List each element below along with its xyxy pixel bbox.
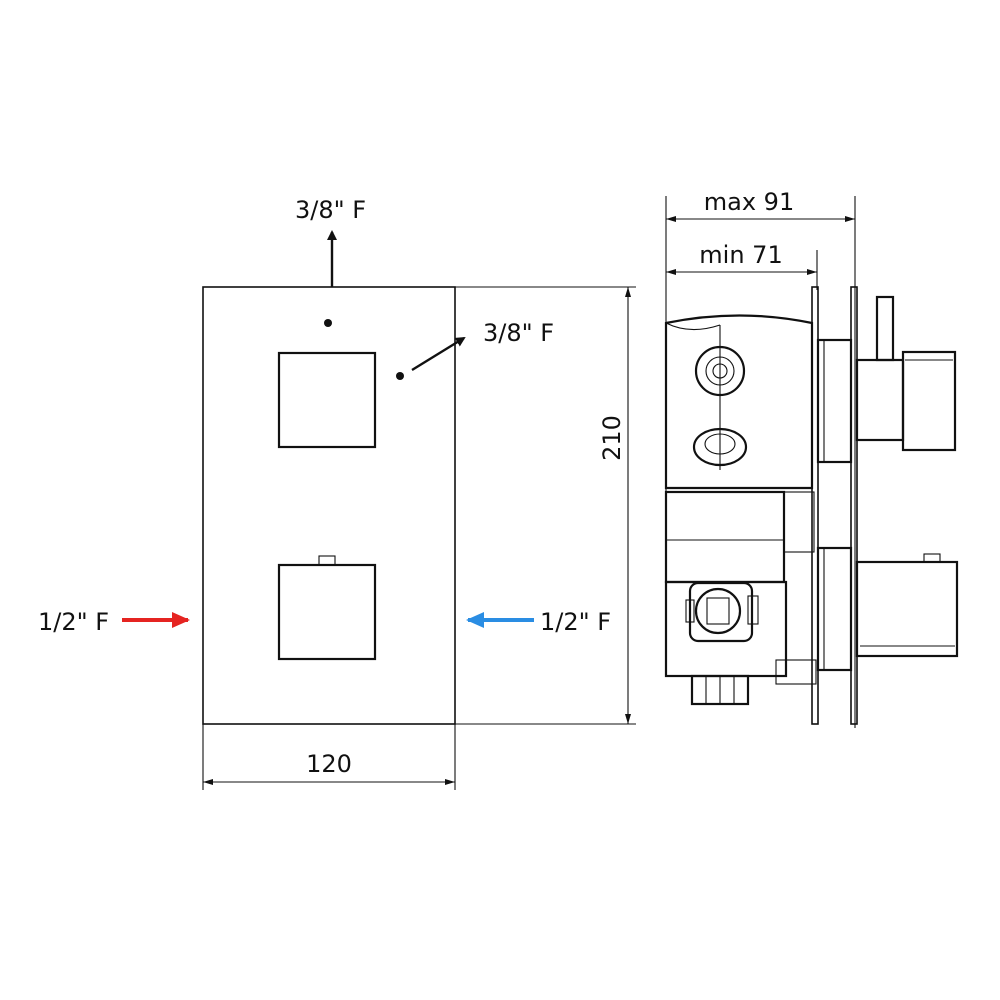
upper-shaft [855,358,905,442]
outlet-side-label: 3/8" F [483,319,554,347]
lower-port-side-cap [685,599,695,623]
max-depth-arrow-right [845,216,855,222]
height-dim-label: 210 [598,415,626,461]
front-plate [202,286,456,725]
lower-spindle [816,546,853,672]
outlet-top-label: 3/8" F [295,196,366,224]
front-view: 3/8" F 3/8" F 1/2" F 1/2" F 120 210 [38,196,636,790]
outlet-side-dot [396,372,404,380]
upper-port-inner [705,356,735,386]
mounting-plate-back [811,286,819,725]
upper-port-core [712,363,728,379]
lower-port-housing [688,581,754,643]
valve-body-top-edge [665,322,721,331]
inlet-cold-label: 1/2" F [540,608,611,636]
width-dim-arrow-left [203,779,213,785]
lower-port-outer [694,587,742,635]
side-view: max 91 min 71 [664,188,959,728]
min-depth-arrow-right [807,269,817,275]
max-depth-arrow-left [666,216,676,222]
lower-handle [855,560,959,658]
height-dim-arrow-top [625,287,631,297]
inlet-cold-arrow-head [466,612,484,628]
inlet-hot-arrow-head [172,612,190,628]
width-dim-arrow-right [445,779,455,785]
lower-body-foot [775,659,817,685]
upper-diverter-pin [875,295,895,362]
valve-body-middle [664,490,786,584]
lower-port-right-cap [747,595,759,625]
inlet-hot-label: 1/2" F [38,608,109,636]
width-dim-label: 120 [306,750,352,778]
min-depth-arrow-left [666,269,676,275]
outlet-top-dot [324,319,332,327]
upper-handle [901,350,957,452]
upper-spindle [816,338,853,464]
valve-body-lower [664,580,788,678]
middle-port-outer [692,427,748,467]
lower-knob [277,563,377,661]
upper-knob [277,351,377,449]
valve-body-upper [664,314,814,490]
mounting-plate-front [850,286,858,725]
valve-body-middle-step [783,491,815,553]
outlet-side-arrow [411,336,466,372]
min-depth-label: min 71 [699,241,782,269]
max-depth-label: max 91 [704,188,794,216]
middle-port-inner [704,433,736,455]
upper-port-outer [694,345,746,397]
height-dim-arrow-bottom [625,714,631,724]
lower-handle-tab [923,553,941,563]
lower-port-square [706,597,730,625]
lower-knob-tab [318,555,336,566]
